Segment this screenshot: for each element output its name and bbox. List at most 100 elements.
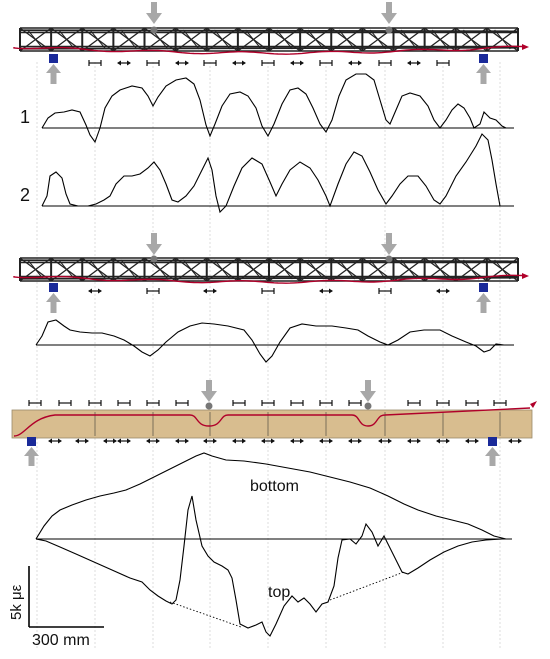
sensor-span-icon: [175, 60, 189, 66]
sensor-span-icon: [117, 400, 131, 406]
fiber-end-arrow: [522, 273, 529, 279]
truss-diagonal: [58, 259, 75, 280]
panel-a: 1 2: [13, 2, 529, 214]
sensor-span-icon: [146, 288, 160, 294]
sensor-span-icon: [319, 400, 333, 406]
sensor-span-icon: [175, 400, 189, 406]
support-pad-icon: [479, 283, 488, 292]
load-arrow-icon: [146, 233, 162, 255]
truss-diagonal: [307, 29, 324, 50]
scale-bar: 5k με 300 mm: [8, 566, 104, 649]
sensor-gridlines: [36, 62, 501, 650]
strain-curve-bottom: [35, 452, 512, 540]
row-label-1: 1: [20, 107, 30, 127]
panel-b: [13, 233, 529, 363]
support-arrow-icon: [46, 293, 61, 313]
load-arrow-icon: [381, 2, 397, 24]
fiber-path: [13, 274, 523, 284]
truss-diagonal: [369, 259, 387, 280]
sensor-span-icon: [232, 60, 246, 66]
sensor-span-markers: [88, 288, 450, 294]
load-arrow-icon: [360, 380, 376, 402]
sensor-span-icon: [48, 438, 62, 444]
sensor-span-icon: [261, 400, 275, 406]
support-pad-icon: [49, 283, 58, 292]
load-point: [205, 402, 213, 410]
sensor-span-icon: [203, 438, 217, 444]
sensor-span-icon: [75, 438, 89, 444]
truss-diagonal: [214, 29, 231, 50]
truss-structure: [13, 27, 529, 55]
sensor-span-markers-bottom: [48, 438, 522, 444]
load-arrow-icon: [146, 2, 162, 24]
sensor-span-icon: [407, 400, 421, 406]
sensor-span-markers-top: [28, 400, 507, 406]
strain-curve-top: [35, 495, 512, 637]
sensor-span-icon: [436, 60, 450, 66]
sensor-span-icon: [117, 60, 131, 66]
truss-diagonal: [58, 29, 75, 50]
sensor-span-icon: [290, 60, 304, 66]
support-arrow-icon: [476, 64, 491, 84]
sensor-span-icon: [261, 438, 275, 444]
sensor-span-icon: [203, 288, 217, 294]
fiber-end-arrow: [530, 401, 537, 408]
interpolation-line: [169, 601, 242, 628]
strain-curve-row-2: [41, 133, 505, 214]
scale-bar-strain-label: 5k με: [8, 584, 25, 620]
load-point: [150, 26, 158, 34]
load-point: [150, 255, 158, 263]
support-pad-icon: [488, 437, 497, 446]
fiber-path: [13, 45, 523, 55]
support-arrow-icon: [476, 293, 491, 313]
support-pad-icon: [49, 54, 58, 63]
truss-diagonal: [338, 29, 355, 50]
sensor-span-icon: [348, 400, 362, 406]
truss-diagonal: [245, 29, 262, 50]
truss-diagonal: [89, 259, 106, 280]
sensor-span-icon: [465, 438, 479, 444]
sensor-span-icon: [146, 438, 160, 444]
truss-diagonal: [338, 259, 355, 280]
sensor-span-icon: [378, 288, 392, 294]
sensor-span-icon: [319, 60, 333, 66]
truss-diagonal: [89, 29, 106, 50]
truss-diagonal: [151, 259, 169, 280]
truss-diagonal: [463, 259, 480, 280]
sensor-span-icon: [348, 60, 362, 66]
sensor-span-icon: [261, 288, 275, 294]
sensor-span-icon: [203, 60, 217, 66]
sensor-span-icon: [465, 400, 479, 406]
sensor-span-icon: [28, 400, 42, 406]
strain-curve: [35, 319, 514, 363]
truss-diagonal: [27, 29, 44, 50]
sensor-span-icon: [436, 438, 450, 444]
truss-diagonal: [400, 259, 418, 280]
slab-dividers: [94, 412, 501, 436]
sensor-span-icon: [232, 438, 246, 444]
sensor-span-icon: [88, 400, 102, 406]
support-arrow-icon: [485, 447, 500, 466]
support-pad-icon: [27, 437, 36, 446]
truss-diagonal: [432, 29, 449, 50]
sensor-span-icon: [436, 400, 450, 406]
strain-curve-row-1: [41, 73, 507, 144]
truss-diagonal: [276, 29, 293, 50]
truss-diagonal: [120, 259, 138, 280]
truss-diagonal: [276, 259, 293, 280]
truss-diagonal: [463, 29, 480, 50]
support-arrow-icon: [46, 64, 61, 84]
load-arrow-icon: [381, 233, 397, 255]
truss-diagonal: [214, 259, 231, 280]
truss-diagonal: [369, 29, 387, 50]
truss-diagonal: [400, 29, 418, 50]
support-arrow-icon: [24, 447, 39, 466]
truss-diagonal: [245, 259, 262, 280]
sensor-span-icon: [58, 400, 72, 406]
support-pad-icon: [479, 54, 488, 63]
sensor-span-icon: [407, 438, 421, 444]
truss-diagonal: [120, 29, 138, 50]
fiber-end-arrow: [522, 44, 529, 50]
load-arrow-icon: [201, 380, 217, 402]
